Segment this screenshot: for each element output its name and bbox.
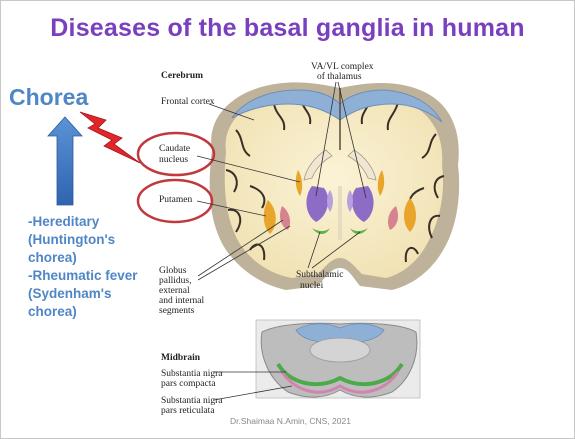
cause-line: chorea) [28,249,138,267]
midbrain-section [256,320,420,398]
label-subthalamic-1: Subthalamic [296,270,344,281]
label-midbrain: Midbrain [161,353,200,364]
label-globus-5: segments [159,306,194,317]
coronal-brain-section [210,82,459,290]
cause-line: (Huntington's [28,231,138,249]
label-caudate-2: nucleus [159,155,188,166]
credit-footer: Dr.Shaimaa N.Amin, CNS, 2021 [230,416,351,426]
label-globus-3: external [159,286,190,297]
cause-line: -Rheumatic fever [28,267,138,285]
label-subthalamic-2: nuclei [300,281,323,292]
causes-list: -Hereditary (Huntington's chorea) -Rheum… [28,213,138,321]
label-snc-1: Substantia nigra [161,369,222,380]
label-vavl-2: of thalamus [317,72,362,83]
label-caudate-1: Caudate [159,144,190,155]
label-putamen: Putamen [159,195,192,206]
lightning-bolt-icon [80,112,140,163]
label-cerebrum: Cerebrum [161,71,203,82]
label-globus-1: Globus [159,266,186,277]
cause-line: -Hereditary [28,213,138,231]
cause-line: chorea) [28,303,138,321]
label-globus-2: pallidus, [159,276,191,287]
label-vavl-1: VA/VL complex [311,62,374,73]
label-snr-2: pars reticulata [161,406,215,417]
label-snc-2: pars compacta [161,379,216,390]
cause-line: (Sydenham's [28,285,138,303]
label-globus-4: and internal [159,296,204,307]
up-arrow-icon [48,117,82,205]
label-frontal-cortex: Frontal cortex [161,97,215,108]
label-snr-1: Substantia nigra [161,396,222,407]
